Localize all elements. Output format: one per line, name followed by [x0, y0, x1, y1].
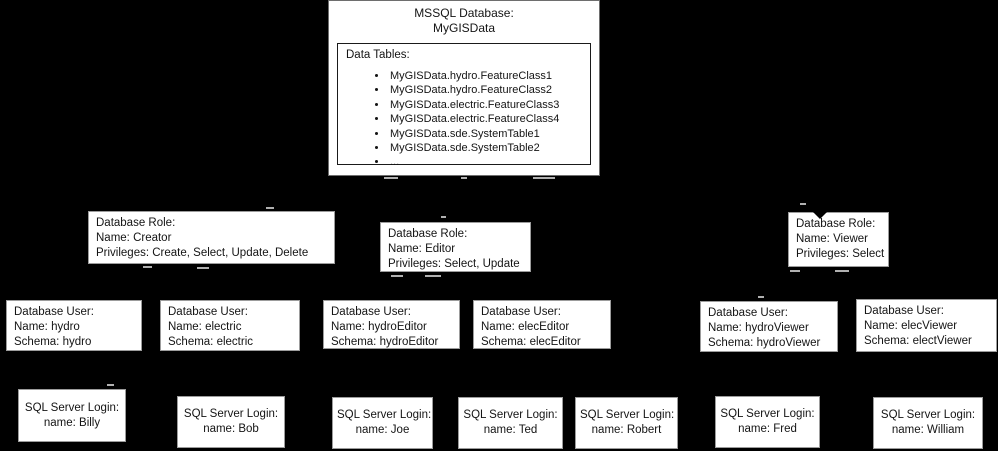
- role-box-creator: Database Role: Name: Creator Privileges:…: [88, 211, 335, 264]
- data-table-item: MyGISData.electric.FeatureClass3: [388, 98, 582, 112]
- user-label: Database User:: [864, 305, 944, 317]
- login-name: name: Joe: [355, 424, 410, 436]
- connector-artifact: [197, 267, 209, 269]
- database-title-line1: MSSQL Database:: [414, 6, 514, 20]
- user-schema: Schema: hydroEditor: [331, 336, 439, 348]
- login-box-robert: SQL Server Login: name: Robert: [575, 397, 678, 449]
- connector-artifact: [835, 270, 849, 272]
- login-name: name: Bob: [203, 423, 259, 435]
- data-table-item: MyGISData.hydro.FeatureClass1: [388, 69, 582, 83]
- data-tables-label: Data Tables:: [346, 49, 410, 61]
- connector-artifact: [391, 275, 403, 277]
- user-name: Name: electric: [168, 321, 242, 333]
- connector-artifact: [425, 275, 441, 277]
- login-label: SQL Server Login:: [880, 409, 976, 421]
- user-schema: Schema: hydroViewer: [708, 337, 821, 349]
- login-box-joe: SQL Server Login: name: Joe: [332, 397, 433, 449]
- login-box-billy: SQL Server Login: name: Billy: [18, 389, 126, 442]
- user-name: Name: elecEditor: [481, 321, 570, 333]
- connector-arrowhead-icon: [812, 211, 828, 219]
- role-label: Database Role:: [796, 218, 876, 230]
- role-box-viewer: Database Role: Name: Viewer Privileges: …: [788, 212, 889, 267]
- user-label: Database User:: [331, 306, 411, 318]
- data-table-item: MyGISData.sde.SystemTable1: [388, 127, 582, 141]
- connector-artifact: [266, 207, 274, 209]
- user-name: Name: hydroViewer: [708, 322, 809, 334]
- user-schema: Schema: hydro: [14, 336, 92, 348]
- user-box-electric: Database User: Name: electric Schema: el…: [160, 300, 300, 351]
- login-name: name: Billy: [43, 416, 101, 429]
- user-schema: Schema: elecEditor: [481, 336, 581, 348]
- user-box-hydroeditor: Database User: Name: hydroEditor Schema:…: [323, 300, 460, 349]
- login-name: name: Fred: [738, 423, 797, 435]
- user-name: Name: elecViewer: [864, 320, 958, 332]
- user-name: Name: hydro: [14, 321, 80, 333]
- login-label: SQL Server Login:: [337, 409, 432, 421]
- connector-artifact: [790, 270, 800, 272]
- user-box-hydroviewer: Database User: Name: hydroViewer Schema:…: [700, 301, 838, 352]
- user-box-hydro: Database User: Name: hydro Schema: hydro: [6, 300, 142, 351]
- login-label: SQL Server Login:: [720, 408, 815, 420]
- connector-artifact: [107, 384, 114, 386]
- role-name: Name: Viewer: [796, 233, 869, 245]
- login-box-ted: SQL Server Login: name: Ted: [458, 397, 563, 449]
- role-privileges: Privileges: Select, Update: [388, 258, 520, 270]
- user-label: Database User:: [168, 306, 248, 318]
- login-box-fred: SQL Server Login: name: Fred: [715, 396, 820, 448]
- login-label: SQL Server Login:: [580, 409, 675, 421]
- role-privileges: Privileges: Create, Select, Update, Dele…: [96, 247, 309, 259]
- connector-artifact: [533, 177, 555, 179]
- connector-artifact: [800, 203, 806, 205]
- login-name: name: Ted: [483, 424, 538, 436]
- login-label: SQL Server Login:: [24, 401, 120, 414]
- login-name: name: William: [891, 424, 965, 436]
- data-table-item: ...: [388, 155, 582, 169]
- connector-artifact: [461, 177, 467, 179]
- role-box-editor: Database Role: Name: Editor Privileges: …: [380, 222, 531, 272]
- role-privileges: Privileges: Select: [796, 248, 885, 260]
- user-box-elecviewer: Database User: Name: elecViewer Schema: …: [856, 299, 997, 352]
- role-name: Name: Editor: [388, 243, 456, 255]
- user-label: Database User:: [14, 306, 94, 318]
- database-title: MSSQL Database: MyGISData: [329, 1, 599, 36]
- role-label: Database Role:: [96, 217, 176, 229]
- connector-artifact: [143, 266, 152, 268]
- database-box: MSSQL Database: MyGISData Data Tables: M…: [328, 0, 600, 176]
- data-table-item: MyGISData.sde.SystemTable2: [388, 141, 582, 155]
- data-table-item: MyGISData.electric.FeatureClass4: [388, 112, 582, 126]
- connector-artifact: [384, 177, 398, 179]
- data-table-item: MyGISData.hydro.FeatureClass2: [388, 83, 582, 97]
- connector-artifact: [441, 216, 446, 218]
- login-name: name: Robert: [591, 424, 662, 436]
- user-schema: Schema: electViewer: [864, 335, 972, 347]
- user-label: Database User:: [481, 306, 561, 318]
- connector-artifact: [758, 296, 764, 298]
- user-name: Name: hydroEditor: [331, 321, 427, 333]
- login-label: SQL Server Login:: [463, 409, 558, 421]
- database-title-line2: MyGISData: [432, 21, 495, 35]
- user-box-eleceditor: Database User: Name: elecEditor Schema: …: [473, 300, 611, 349]
- login-box-william: SQL Server Login: name: William: [873, 397, 983, 449]
- data-tables-box: Data Tables: MyGISData.hydro.FeatureClas…: [337, 43, 591, 168]
- user-label: Database User:: [708, 307, 788, 319]
- role-name: Name: Creator: [96, 232, 172, 244]
- login-label: SQL Server Login:: [183, 408, 279, 420]
- data-tables-list: MyGISData.hydro.FeatureClass1MyGISData.h…: [346, 69, 582, 170]
- user-schema: Schema: electric: [168, 336, 254, 348]
- login-box-bob: SQL Server Login: name: Bob: [177, 396, 285, 448]
- role-label: Database Role:: [388, 228, 468, 240]
